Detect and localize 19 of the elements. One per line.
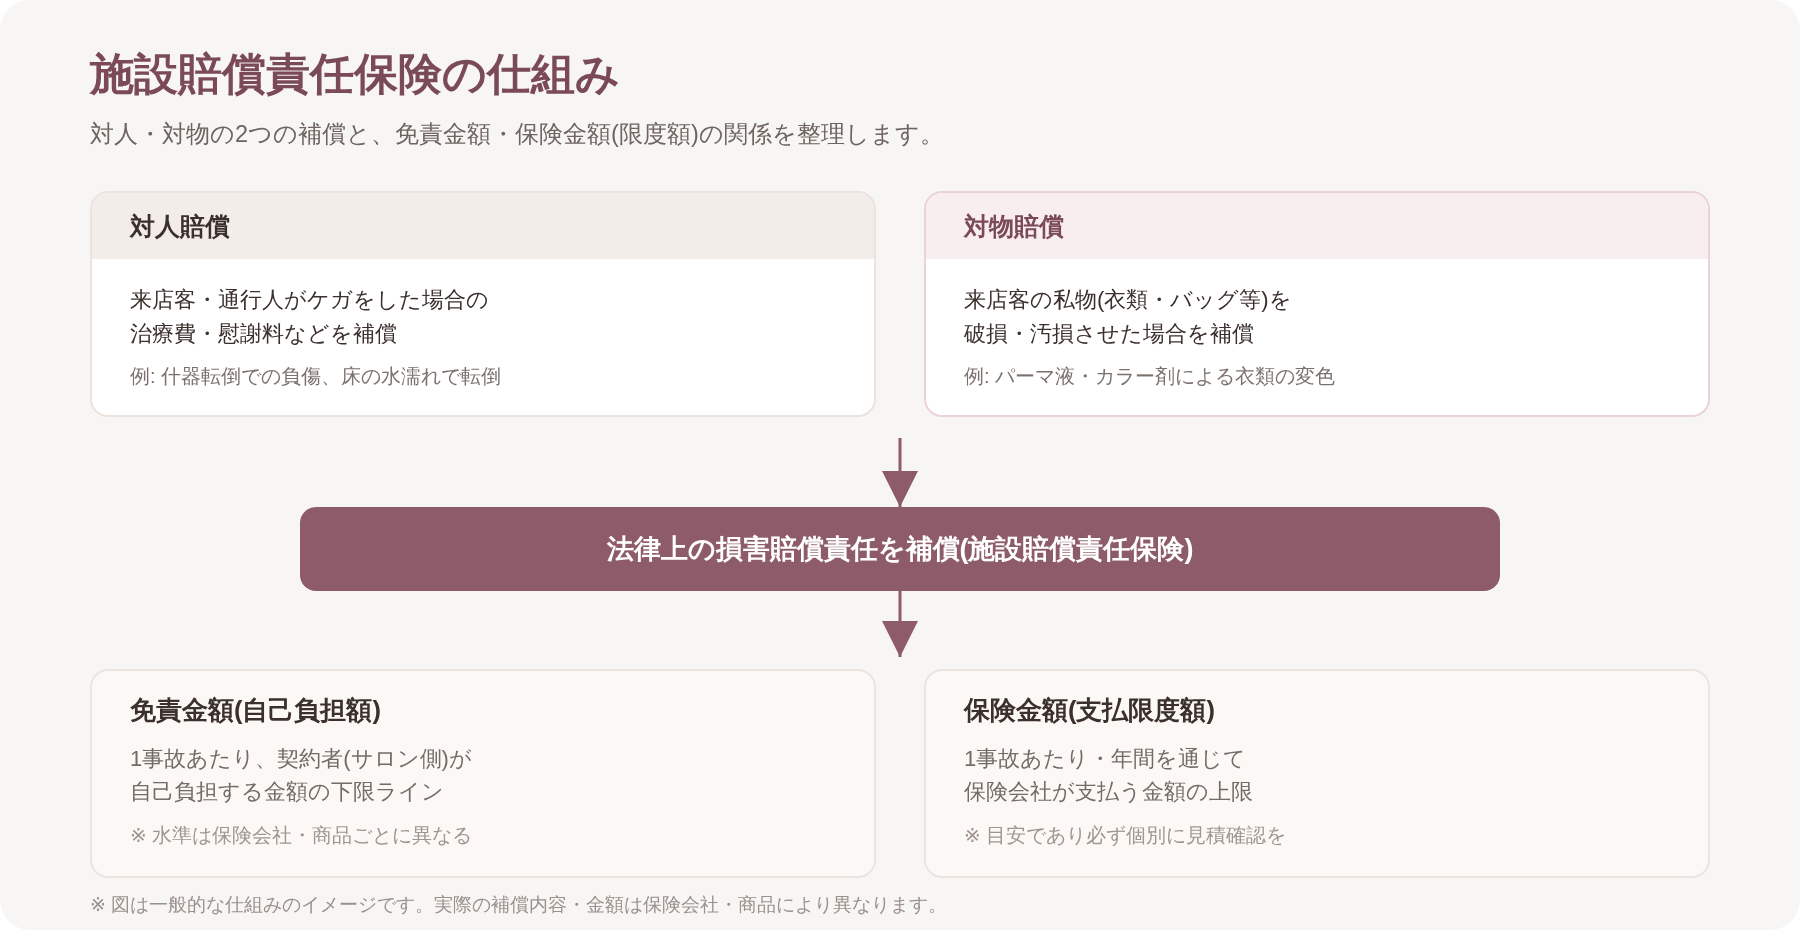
subtitle: 対人・対物の2つの補償と、免責金額・保険金額(限度額)の関係を整理します。 <box>90 120 944 149</box>
category-card <box>924 191 1710 417</box>
card-header: 対物賠償 <box>926 193 1708 259</box>
example-note: 例: 什器転倒での負傷、床の水濡れで転倒 <box>130 364 503 389</box>
category-card <box>90 191 876 417</box>
card-text: 来店客・通行人がケガをした場合の治療費・慰謝料などを補償 <box>130 286 490 348</box>
card-heading: 保険金額(支払限度額) <box>964 695 1216 726</box>
card-heading: 免責金額(自己負担額) <box>130 695 382 726</box>
title: 施設賠償責任保険の仕組み <box>90 49 620 101</box>
example-note: 例: パーマ液・カラー剤による衣類の変色 <box>964 364 1337 389</box>
card-header: 対人賠償 <box>92 193 874 259</box>
caution-note: ※ 水準は保険会社・商品ごとに異なる <box>130 823 474 848</box>
footnote: ※ 図は一般的な仕組みのイメージです。実際の補償内容・金額は保険会社・商品により異なります。 <box>90 893 948 917</box>
card-text: 来店客の私物(衣類・バッグ等)を破損・汚損させた場合を補償 <box>964 286 1293 348</box>
arrow <box>882 591 918 657</box>
card-text: 1事故あたり、契約者(サロン側)が自己負担する金額の下限ライン <box>130 744 473 806</box>
caution-note: ※ 目安であり必ず個別に見積確認を <box>964 823 1288 848</box>
card-text: 1事故あたり・年間を通じて保険会社が支払う金額の上限 <box>964 744 1254 806</box>
process-bar: 法律上の損害賠償責任を補償(施設賠償責任保険) <box>300 507 1500 591</box>
